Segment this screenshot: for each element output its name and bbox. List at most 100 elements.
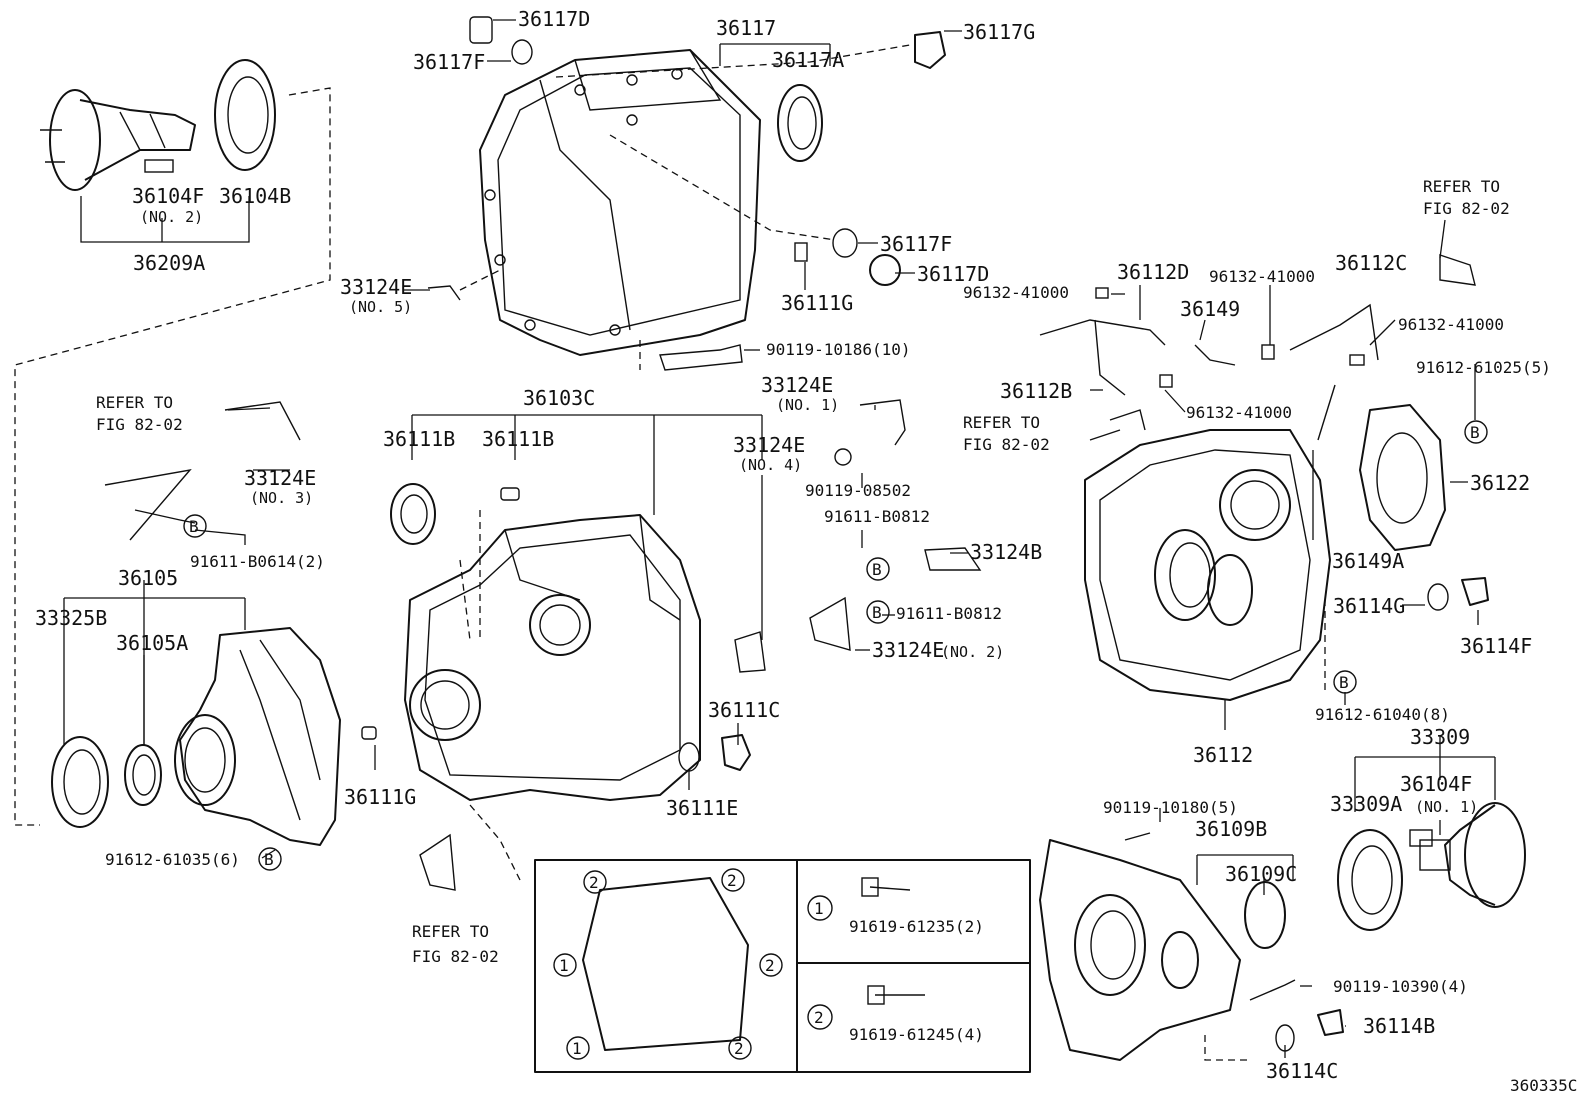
part-label: 36114G [1333, 594, 1405, 618]
marker-b [183, 514, 207, 538]
bolt-marker-text: 2 [727, 871, 737, 890]
part-label: 36114B [1363, 1014, 1435, 1038]
bolt-marker-1 [566, 1036, 590, 1060]
part-label: FIG 82-02 [963, 435, 1050, 454]
marker-b-text: B [872, 603, 882, 622]
part-label: 91611-B0812 [896, 604, 1002, 623]
part-label: 36109B [1195, 817, 1267, 841]
part-label: 36111B [482, 427, 554, 451]
marker-b-text: B [1339, 673, 1349, 692]
part-label: 36117F [413, 50, 485, 74]
part-label: 36111G [781, 291, 853, 315]
transfer-case-drawing [1084, 429, 1331, 701]
part-label: 91612-61040(8) [1315, 705, 1450, 724]
part-label: 90119-10186(10) [766, 340, 911, 359]
part-label: FIG 82-02 [1423, 199, 1510, 218]
bolt-marker-text: 2 [765, 956, 775, 975]
part-label: 33309A [1330, 792, 1402, 816]
part-label: 36112B [1000, 379, 1072, 403]
bolt-marker-2 [728, 1036, 752, 1060]
part-label: 36117 [716, 16, 776, 40]
part-label: 96132-41000 [1209, 267, 1315, 286]
part-label: 36117D [518, 7, 590, 31]
part-label: FIG 82-02 [96, 415, 183, 434]
part-label-note: (NO. 2) [941, 643, 1004, 661]
bolt-marker-text: 1 [559, 956, 569, 975]
part-label: 36111G [344, 785, 416, 809]
gasket-drawing [582, 877, 749, 1051]
part-label: 33124E [733, 433, 805, 457]
part-label: 33124E [340, 275, 412, 299]
part-label: 36114C [1266, 1059, 1338, 1083]
bolt-marker-1 [553, 953, 577, 977]
part-label: 33124E [244, 466, 316, 490]
part-label: REFER TO [1423, 177, 1500, 196]
part-label: REFER TO [963, 413, 1040, 432]
part-label: 90119-10180(5) [1103, 798, 1238, 817]
bolt-marker-2 [807, 1004, 833, 1030]
part-label: 36117G [963, 20, 1035, 44]
oil-seals-left-drawing [51, 736, 162, 828]
part-label: 36104F [132, 184, 204, 208]
part-label: 33124E [872, 638, 944, 662]
bolt-marker-text: 2 [734, 1039, 744, 1058]
part-label: 36112D [1117, 260, 1189, 284]
part-label: 91612-61025(5) [1416, 358, 1551, 377]
small-parts-drawing [104, 16, 1489, 1052]
part-label: 36122 [1470, 471, 1530, 495]
part-label: 96132-41000 [963, 283, 1069, 302]
part-label: 33309 [1410, 725, 1470, 749]
part-label-note: (NO. 5) [349, 298, 412, 316]
part-label: 36117D [917, 262, 989, 286]
part-label: REFER TO [96, 393, 173, 412]
part-label: 33124E [761, 373, 833, 397]
part-label-note: (NO. 3) [250, 489, 313, 507]
part-label: 36114F [1460, 634, 1532, 658]
part-label: 91611-B0614(2) [190, 552, 325, 571]
marker-b [1333, 670, 1357, 694]
bolt-marker-1 [807, 895, 833, 921]
marker-b-text: B [872, 560, 882, 579]
bolt-marker-text: 2 [814, 1008, 824, 1027]
part-label: 91619-61245(4) [849, 1025, 984, 1044]
part-label-note: (NO. 1) [776, 396, 839, 414]
part-label: 90119-10390(4) [1333, 977, 1468, 996]
part-label: 36111E [666, 796, 738, 820]
drawing-layer [40, 16, 1526, 1061]
part-label: 96132-41000 [1186, 403, 1292, 422]
gasket-bolt-legend-box [534, 859, 1031, 1073]
part-label: 36117F [880, 232, 952, 256]
marker-b [866, 600, 890, 624]
part-label-note: (NO. 4) [739, 456, 802, 474]
bolt-marker-text: 1 [572, 1039, 582, 1058]
marker-b [866, 557, 890, 581]
part-label: REFER TO [412, 922, 489, 941]
part-label: 91611-B0812 [824, 507, 930, 526]
part-label-note: (NO. 2) [140, 208, 203, 226]
front-cover-drawing [1039, 839, 1241, 1061]
part-label: 36149 [1180, 297, 1240, 321]
upper-housing-drawing [479, 49, 761, 356]
part-label: 90119-08502 [805, 481, 911, 500]
bolt-marker-2 [721, 868, 745, 892]
part-labels: 36117D 36117 36117G 36117F 36117A 36104F… [35, 7, 1577, 1095]
marker-b-text: B [189, 517, 199, 536]
marker-b-text: B [264, 850, 274, 869]
marker-b-text: B [1470, 423, 1480, 442]
circled-markers: 2 2 1 2 1 2 1 2 B B B B B B [183, 420, 1488, 1060]
part-label: 33124B [970, 540, 1042, 564]
part-label: 36111B [383, 427, 455, 451]
center-housing-drawing [404, 514, 701, 801]
marker-b [1464, 420, 1488, 444]
figure-code: 360335C [1510, 1076, 1577, 1095]
part-label: 91619-61235(2) [849, 917, 984, 936]
part-label: 36105A [116, 631, 188, 655]
front-flange-drawing [1337, 802, 1526, 931]
part-label: 36103C [523, 386, 595, 410]
bolt-marker-text: 1 [814, 899, 824, 918]
part-label: 36112C [1335, 251, 1407, 275]
part-label: 96132-41000 [1398, 315, 1504, 334]
part-label: 36109C [1225, 862, 1297, 886]
part-label: 36209A [133, 251, 205, 275]
